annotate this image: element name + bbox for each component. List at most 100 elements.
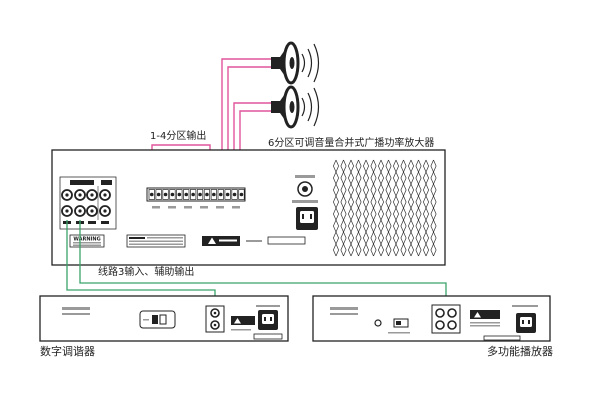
tuner-switch (152, 315, 158, 324)
terminal-screw (170, 192, 175, 197)
amp-rca-jack-center (90, 193, 94, 197)
tuner-switch (159, 314, 167, 325)
iec-socket-pin (310, 214, 312, 219)
tuner-title: 数字调谐器 (40, 344, 95, 358)
vent-slot-edge (425, 159, 429, 257)
vent-slot-edge (418, 159, 422, 257)
player-rca-jack (435, 320, 445, 330)
warning-fine-print (73, 242, 101, 244)
vent-slot-edge (395, 159, 399, 257)
serial-number-plate (267, 236, 306, 245)
tuner-serial-plate (253, 333, 283, 340)
zone-terminal-caption (152, 206, 160, 209)
terminal-screw (191, 192, 195, 197)
vent-slot-edge (433, 159, 437, 257)
vent-slot-edge (373, 159, 377, 257)
line-aux-label: 线路3输入、辅助输出 (98, 265, 194, 278)
terminal-screw (163, 192, 168, 197)
amp-rca-jack-center (78, 193, 82, 197)
speaker-magnet (271, 57, 280, 69)
caution-title-bar (129, 237, 145, 239)
shock-hazard-text (219, 239, 237, 242)
player-rca-jack (447, 320, 457, 330)
sound-wave-arc (313, 43, 320, 83)
amplifier-chassis (51, 149, 446, 266)
player-serial-plate (483, 335, 521, 341)
terminal-screw (156, 192, 161, 197)
player-signal-wire (79, 220, 447, 305)
multifunction-player (312, 295, 551, 342)
warning-triangle-icon (474, 312, 481, 318)
tuner-iec-pin (264, 317, 266, 321)
sound-wave-icon (301, 87, 320, 127)
sound-wave-arc (307, 48, 313, 78)
tuner-rca-jack-center (213, 311, 217, 315)
vent-slot-edge (350, 159, 354, 257)
vent-slot-edge (410, 159, 414, 257)
sound-wave-arc (301, 97, 306, 117)
player-switch-toggle (396, 321, 401, 325)
iec-socket-pin (302, 214, 304, 219)
speaker-terminal-strip (146, 187, 246, 209)
tuner-rca-jack-center (213, 323, 217, 327)
player-rca-jack (435, 308, 445, 318)
sound-wave-arc (301, 53, 306, 73)
zone-terminal-caption (200, 206, 208, 209)
caution-fine-print (129, 240, 183, 242)
zone-terminal-caption (168, 206, 176, 209)
terminal-screw (177, 192, 182, 197)
amp-rca-jack-center (65, 193, 69, 197)
tuner-label-text (62, 313, 90, 315)
terminal-screw (218, 192, 223, 197)
player-switch-caption (388, 332, 410, 334)
amp-jack-caption (88, 221, 96, 224)
speaker-2 (271, 85, 320, 129)
zone-terminal-caption (232, 206, 240, 209)
power-switch-caption (295, 175, 315, 178)
serial-number-caption (246, 240, 262, 242)
speaker-dustcap (289, 57, 295, 69)
warning-text: WARNING (73, 237, 100, 243)
tuner-power-caption (256, 305, 280, 307)
terminal-screw (225, 192, 230, 197)
warning-label (69, 234, 105, 248)
amplifier-rear-panel: WARNING (51, 149, 446, 266)
amp-rca-jack-center (78, 209, 82, 213)
terminal-screw (205, 192, 209, 197)
player-hazard-label (470, 310, 500, 319)
tuner-hazard-label (231, 316, 255, 325)
terminal-screw (212, 192, 216, 197)
vent-slot-edge (358, 159, 362, 257)
vent-slot-edge (380, 159, 384, 257)
terminal-screw (239, 192, 244, 197)
tuner-iec-socket-inner (262, 314, 274, 324)
zone-terminal-caption (216, 206, 224, 209)
vent-slot-edge (403, 159, 407, 257)
vent-slot-edge (388, 159, 392, 257)
amp-rca-jack-center (103, 209, 107, 213)
player-iec-pin (522, 320, 524, 324)
player-indicator (374, 319, 382, 327)
speaker-dustcap (289, 101, 295, 113)
input-jack-panel (59, 176, 117, 230)
amplifier-labels: WARNING (69, 234, 306, 248)
sound-wave-icon (301, 43, 320, 83)
digital-tuner (39, 295, 289, 342)
player-label-text (330, 313, 358, 315)
amp-rca-jack-center (90, 209, 94, 213)
player-hazard-fine-print (470, 325, 500, 327)
power-switch-center (302, 186, 308, 192)
vent-slot-edge (365, 159, 369, 257)
terminal-screw (198, 192, 202, 197)
amp-rca-jack-center (103, 193, 107, 197)
jack-group-label-plate (101, 180, 112, 185)
player-hazard-fine-print (470, 322, 500, 324)
power-rating-caption (292, 200, 318, 203)
zone-terminal-caption (184, 206, 192, 209)
jack-group-label-plate (70, 180, 94, 185)
terminal-screw (232, 192, 237, 197)
player-power-caption (512, 305, 538, 307)
player-rca-jack (447, 308, 457, 318)
vent-grille (333, 159, 437, 257)
